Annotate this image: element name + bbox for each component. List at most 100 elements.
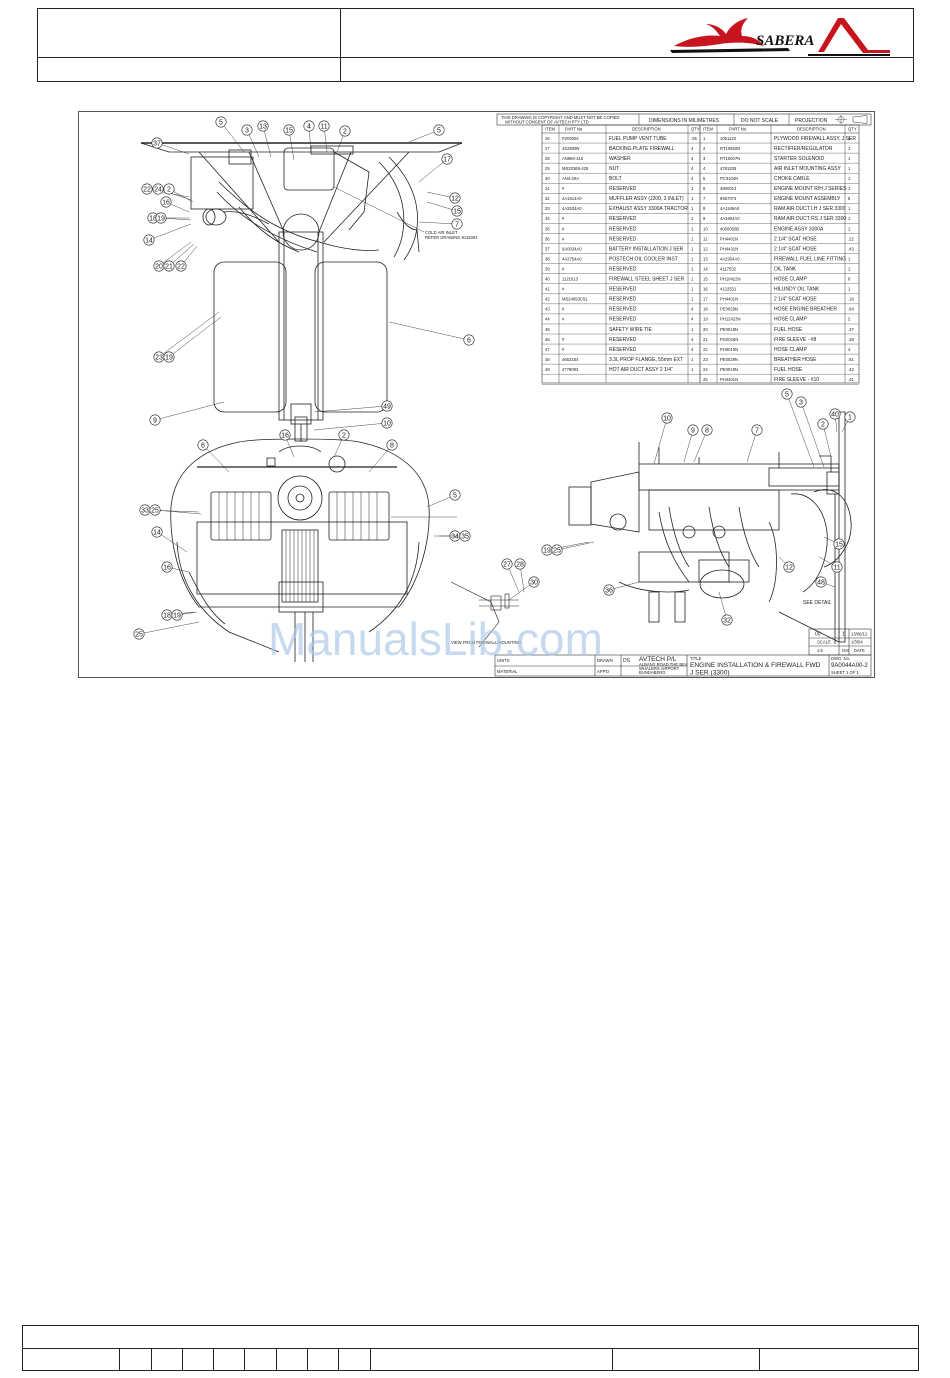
table-cell-desc: STARTER SOLENOID (774, 156, 824, 162)
balloon-label: 19 (165, 354, 173, 361)
sheet-value: SHEET 1 OF 1 (831, 670, 860, 675)
footer-divider-horizontal (23, 1348, 918, 1349)
table-cell-qty: 6 (848, 277, 851, 282)
table-cell-desc: ENGINE MOUNT ASSEMBLY (774, 196, 841, 202)
balloon-leader-line (168, 243, 195, 267)
balloon-label: 8 (705, 427, 709, 434)
table-cell-item: 29 (545, 166, 550, 171)
table-cell-item: 39 (545, 266, 550, 271)
balloon-circle (149, 504, 161, 516)
table-cell-item: 33 (545, 206, 550, 211)
balloon-label: 11 (320, 123, 327, 130)
table-cell-item: 1 (703, 136, 706, 141)
balloon-label: 22 (177, 263, 185, 270)
table-cell-desc: RESERVED (609, 226, 637, 232)
balloon-circle (338, 429, 350, 441)
balloon-label: 17 (443, 156, 451, 163)
copyright-line-2: WITHOUT CONSENT OF AVTECH PTY LTD (505, 120, 589, 125)
balloon-circle (197, 439, 209, 451)
table-cell-part: # (562, 317, 565, 322)
table-cell-part: 4A2954A0 (720, 256, 740, 261)
balloon-label: 3 (245, 127, 249, 134)
table-cell-item: 35 (545, 226, 550, 231)
logo-baseline-icon (808, 54, 890, 56)
table-cell-item: 4 (703, 166, 706, 171)
balloon-label: 1 (848, 414, 852, 421)
table-cell-desc: RAM AIR DUCT RS J SER 3300 (774, 216, 846, 222)
rev-date-value: 13/06/12 (851, 632, 868, 637)
table-cell-item: 22 (703, 347, 708, 352)
table-cell-desc: CHOKE CABLE (774, 176, 810, 182)
table-cell-qty: 1 (691, 206, 694, 211)
balloon-label: 6 (467, 337, 471, 344)
logo-tail-icon (818, 18, 890, 53)
table-cell-part: PH4431N (720, 246, 738, 251)
table-cell-qty: 1 (691, 277, 694, 282)
table-cell-item: 6 (703, 186, 706, 191)
detail-sketch (450, 581, 519, 648)
table-cell-item: 41 (545, 287, 550, 292)
table-cell-desc: 2 1/4" SCAT HOSE (774, 297, 817, 303)
parts-list-table: ITEM PART No. DESCRIPTION QTY ITEM PART … (541, 124, 860, 385)
balloon-label: 32 (723, 617, 731, 624)
balloon-circle (783, 561, 795, 573)
table-cell-part: PE0019N (720, 367, 738, 372)
table-cell-item: 14 (703, 266, 708, 271)
projection-label: PROJECTION (795, 118, 828, 124)
table-cell-item: 37 (545, 246, 550, 251)
dwg-no-label: DWG. No. (831, 656, 850, 661)
table-cell-qty: 4 (691, 337, 694, 342)
table-cell-qty: 1 (691, 266, 694, 271)
balloon-label: 5 (437, 127, 441, 134)
footer-cell-divider (213, 1348, 214, 1370)
balloon-label: 9 (691, 427, 695, 434)
balloon-circle (701, 424, 713, 436)
table-cell-qty: .41 (848, 377, 854, 382)
balloon-label: 4 (307, 123, 311, 130)
balloon-circle (449, 489, 461, 501)
table-cell-qty: .37 (848, 327, 854, 332)
table-cell-item: 3 (703, 156, 706, 161)
balloon-circle (449, 192, 461, 204)
table-header-desc-left: DESCRIPTION (632, 127, 661, 132)
table-cell-item: 44 (545, 317, 550, 322)
balloon-label: 16 (163, 564, 171, 571)
date-label: DATE (854, 648, 865, 653)
balloon-label: 7 (455, 221, 459, 228)
table-cell-part: 4A2754A0 (562, 256, 582, 261)
footer-cell-divider (276, 1348, 277, 1370)
table-cell-part: # (562, 236, 565, 241)
table-cell-item: 36 (545, 236, 550, 241)
table-cell-desc: NUT (609, 166, 619, 172)
table-cell-item: 13 (703, 256, 708, 261)
balloon-circle (441, 153, 453, 165)
table-cell-desc: ENGINE MOUNT R/H J SERIES (774, 186, 847, 192)
table-cell-part: MS24693C51 (562, 297, 588, 302)
table-cell-part: PH4401N (720, 377, 738, 382)
table-cell-part: 4662184 (562, 357, 579, 362)
drawing-title-line-1: ENGINE INSTALLATION & FIREWALL FWD (690, 662, 821, 669)
balloon-label: 21 (165, 263, 173, 270)
table-cell-item: 17 (703, 297, 708, 302)
table-cell-desc: MUFFLER ASSY (J200, 3 INLET) (609, 196, 684, 202)
balloon-circle (501, 558, 513, 570)
balloon-circle (257, 120, 269, 132)
balloon-label: 3 (799, 399, 803, 406)
drawing-header-strip: THIS DRAWING IS COPYRIGHT AND MUST NOT B… (496, 113, 872, 126)
table-cell-desc: FIREWALL STEEL SHEET J SER (609, 277, 685, 283)
table-cell-desc: RECTIFIER/REGULATOR (774, 146, 833, 152)
table-header-item-right: ITEM (703, 127, 714, 132)
table-cell-desc: SAFETY WIRE TIE (609, 327, 653, 333)
company-address-3: BUNDABERG (639, 670, 666, 675)
table-cell-desc: PLYWOOD FIREWALL ASSY, J SER (774, 136, 856, 142)
balloon-label: 14 (153, 529, 161, 536)
table-cell-qty: 1 (848, 266, 851, 271)
table-cell-part: PC0104N (720, 176, 738, 181)
table-cell-item: 49 (545, 367, 550, 372)
balloon-circle (661, 412, 673, 424)
balloon-circle (815, 576, 827, 588)
rev-b-value: 1 (842, 632, 845, 638)
table-cell-desc: HOSE CLAMP (774, 317, 807, 323)
balloon-circle (781, 388, 793, 400)
balloon-circle (795, 396, 807, 408)
